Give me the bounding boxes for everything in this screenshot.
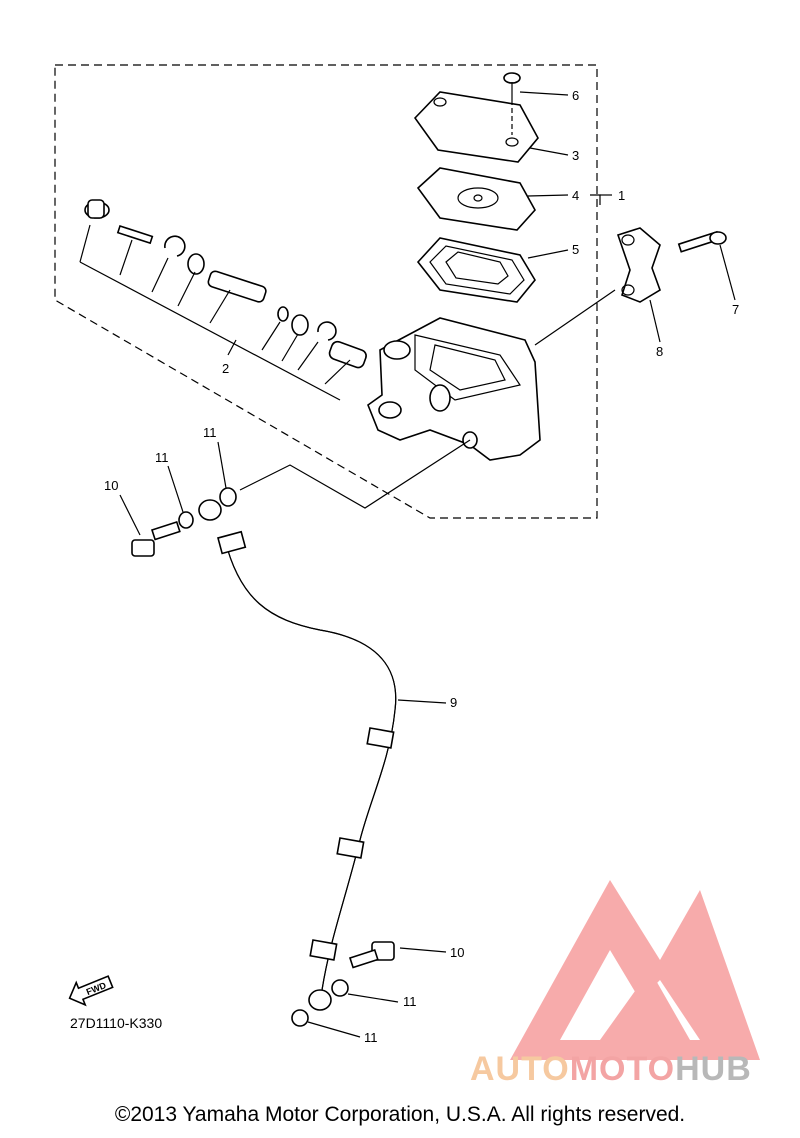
brand-part-hub: HUB [675,1050,752,1088]
diaphragm-plate [416,167,536,231]
screw-icon [503,72,521,135]
callout-5: 5 [572,242,579,257]
washer [219,487,237,507]
master-cylinder-body [367,317,541,461]
diagram-code: 27D1110-K330 [70,1015,163,1031]
kit-bracket [79,261,341,401]
holder-bolt-icon [677,230,727,253]
watermark-brand: AUTOMOTOHUB [470,1050,752,1089]
connection-leader [239,439,471,509]
callout-8: 8 [656,344,663,359]
brake-hose [198,499,397,1011]
callout-6: 6 [572,88,579,103]
washer [331,979,349,997]
union-bolt-lower-icon [348,941,395,969]
union-bolt-upper-icon [131,520,181,557]
callout-11-a: 11 [203,425,217,440]
reservoir-cap [413,91,539,163]
brand-part-auto: AUTO [470,1050,570,1088]
callout-3: 3 [572,148,579,163]
callout-4: 4 [572,188,579,203]
diaphragm [416,237,536,303]
callout-11-c: 11 [403,994,417,1009]
cylinder-kit-parts [84,199,367,369]
washer [178,511,194,529]
callout-7: 7 [732,302,739,317]
watermark-logo-icon [510,880,760,1060]
callout-2: 2 [222,361,229,376]
holder-clamp [616,227,661,303]
brand-part-moto: MOTO [569,1050,676,1088]
callout-11-d: 11 [364,1030,378,1045]
fwd-arrow-icon: FWD [68,975,114,1007]
callout-1: 1 [618,188,625,203]
callout-11-b: 11 [155,450,169,465]
callout-10-b: 10 [450,945,464,960]
washer [291,1009,309,1027]
callout-10-a: 10 [104,478,118,493]
callout-9: 9 [450,695,457,710]
copyright-notice: ©2013 Yamaha Motor Corporation, U.S.A. A… [114,1103,686,1126]
